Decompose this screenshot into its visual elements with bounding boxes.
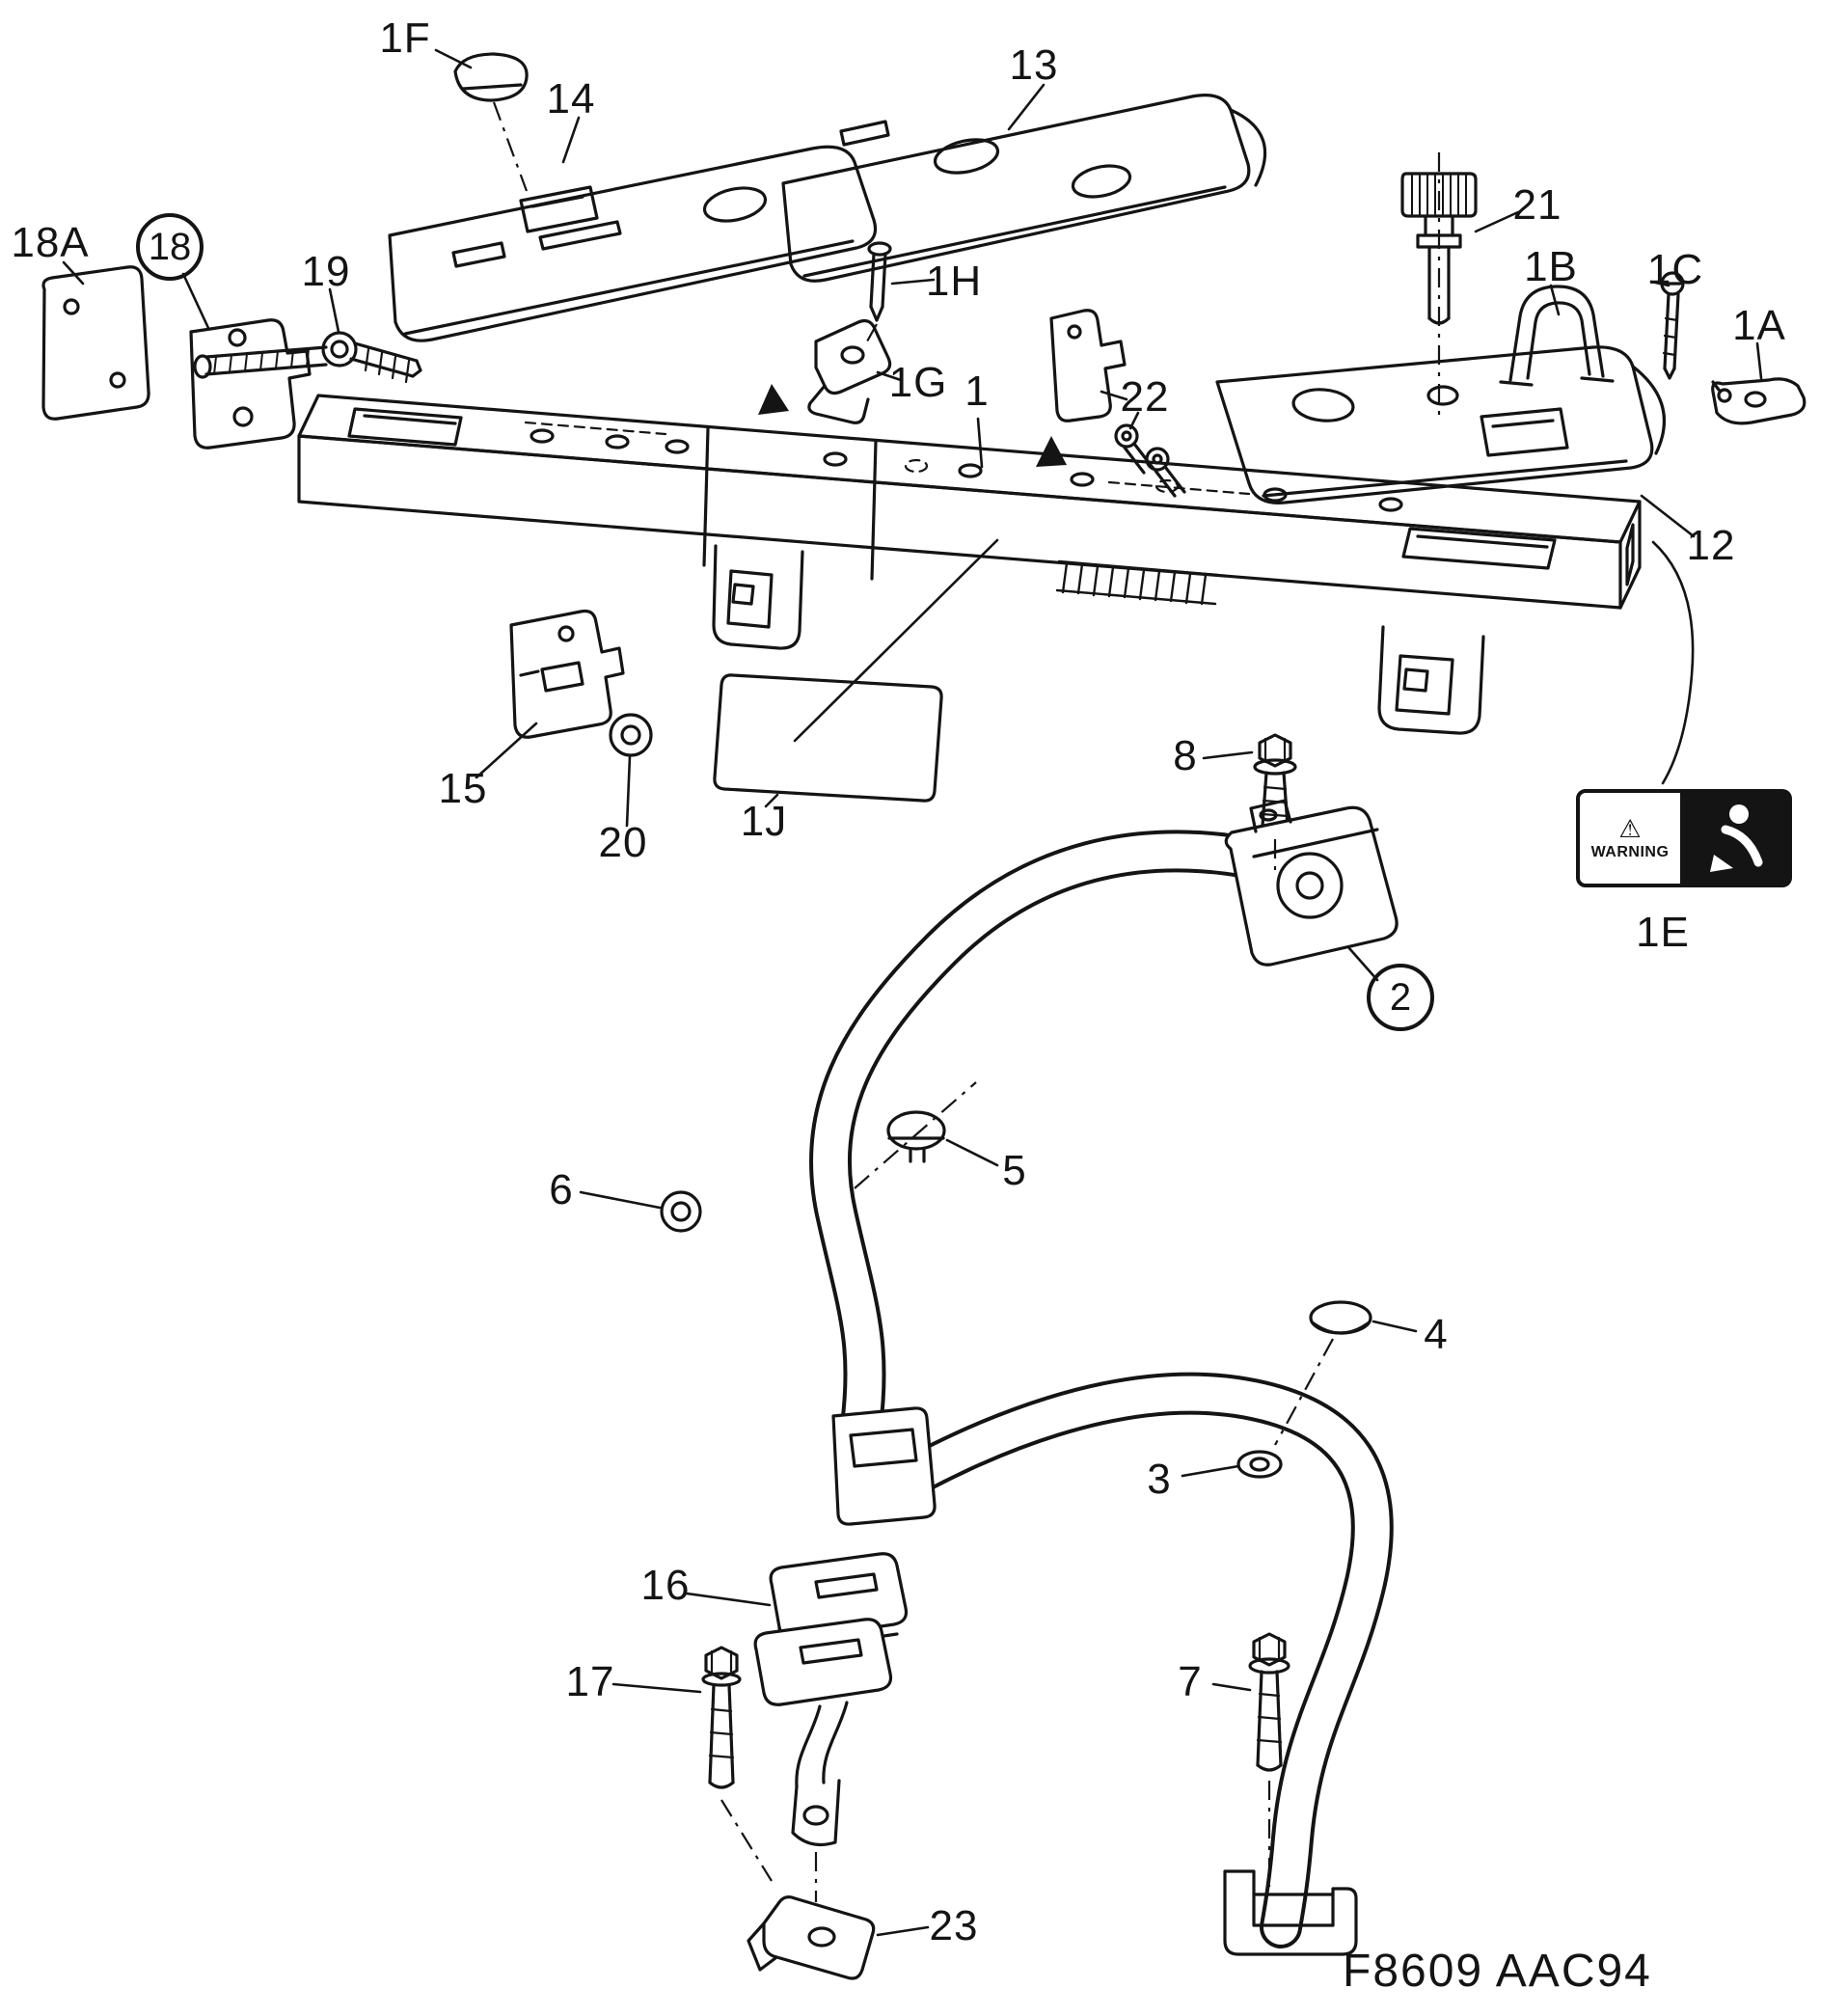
seatbelt-warning-pictogram-icon [1710,804,1763,872]
callout-1h: 1H [925,258,983,305]
callout-1e: 1E [1636,909,1690,956]
part-5-plug [886,1110,946,1163]
part-1c-screw [1660,271,1685,380]
part-22-bracket [1049,309,1186,498]
callout-1b: 1B [1524,243,1578,290]
part-17-bolt [701,1646,742,1789]
callout-1j: 1J [740,798,788,845]
callout-16: 16 [640,1562,691,1609]
callout-1g: 1G [888,359,948,406]
part-1a-bracket [1711,377,1806,425]
part-1-crossmember-beam [297,394,1642,610]
beam-threaded-rod [1055,559,1219,606]
warning-sticker-pictogram-panel [1684,789,1792,887]
figure-caption: F8609 AAC94 [1343,1946,1652,1997]
beam-hidden-lines [524,421,1251,496]
part-19-screw [321,331,422,384]
part-20-washer [609,713,653,757]
callout-18: 18 [136,213,204,281]
callout-23: 23 [929,1902,979,1949]
callout-19: 19 [301,248,351,295]
callout-7: 7 [1178,1658,1203,1705]
beam-middle-bracket [712,544,804,650]
callout-1f: 1F [379,14,431,62]
part-14-cover [388,145,878,342]
callout-12: 12 [1686,522,1736,569]
belt-guide-loop [831,1406,937,1526]
callout-21: 21 [1512,181,1562,229]
part-1g-bracket [807,318,892,424]
belt-end-anchor [1223,1869,1358,1956]
part-8-bolt [1253,733,1297,832]
part-6-grommet [660,1190,702,1233]
callout-22: 22 [1120,373,1170,421]
warning-sticker-label: WARNING [1590,843,1670,860]
callout-15: 15 [438,765,488,812]
callout-1c: 1C [1646,246,1704,293]
warning-sticker-text-panel: ⚠ WARNING [1576,789,1684,887]
callout-1: 1 [964,368,990,415]
part-3-washer [1236,1450,1283,1479]
callout-18a: 18A [11,219,90,266]
warning-triangle-icon: ⚠ [1618,813,1642,843]
part-1b-clamp [1499,285,1615,387]
callout-6: 6 [549,1166,574,1213]
part-16-buckle [753,1552,909,1846]
part-12-anchor-plate [1215,345,1666,504]
callout-14: 14 [546,75,596,123]
part-1h-pin [867,241,892,322]
part-4-plug [1309,1300,1372,1335]
beam-right-bracket [1377,625,1485,735]
callout-1a: 1A [1732,302,1786,349]
part-18-hinge-bracket [189,318,328,450]
belt-webbing-lap [855,1372,1394,1948]
direction-arrows [758,384,1067,467]
callout-2: 2 [1367,964,1434,1031]
callout-3: 3 [1147,1456,1172,1503]
callout-13: 13 [1009,41,1059,89]
callout-17: 17 [565,1658,615,1705]
part-7-bolt [1248,1632,1290,1772]
warning-sticker: ⚠ WARNING [1576,789,1792,887]
part-1f-cap [453,52,529,102]
part-23-bracket [747,1895,876,1980]
part-21-pin [1400,172,1478,325]
part-15-bracket [509,609,625,739]
leader-lines [62,48,1763,1937]
centerlines [492,101,1441,1902]
part-13-cover [781,94,1267,283]
part-18a-plate [41,265,150,421]
callout-20: 20 [598,819,648,866]
part-2-retractor [1224,799,1399,967]
callout-8: 8 [1173,732,1198,779]
part-1j-label-plate [713,673,943,803]
belt-webbing-shoulder [809,830,1310,1447]
callout-5: 5 [1002,1147,1027,1194]
callout-4: 4 [1424,1311,1449,1358]
